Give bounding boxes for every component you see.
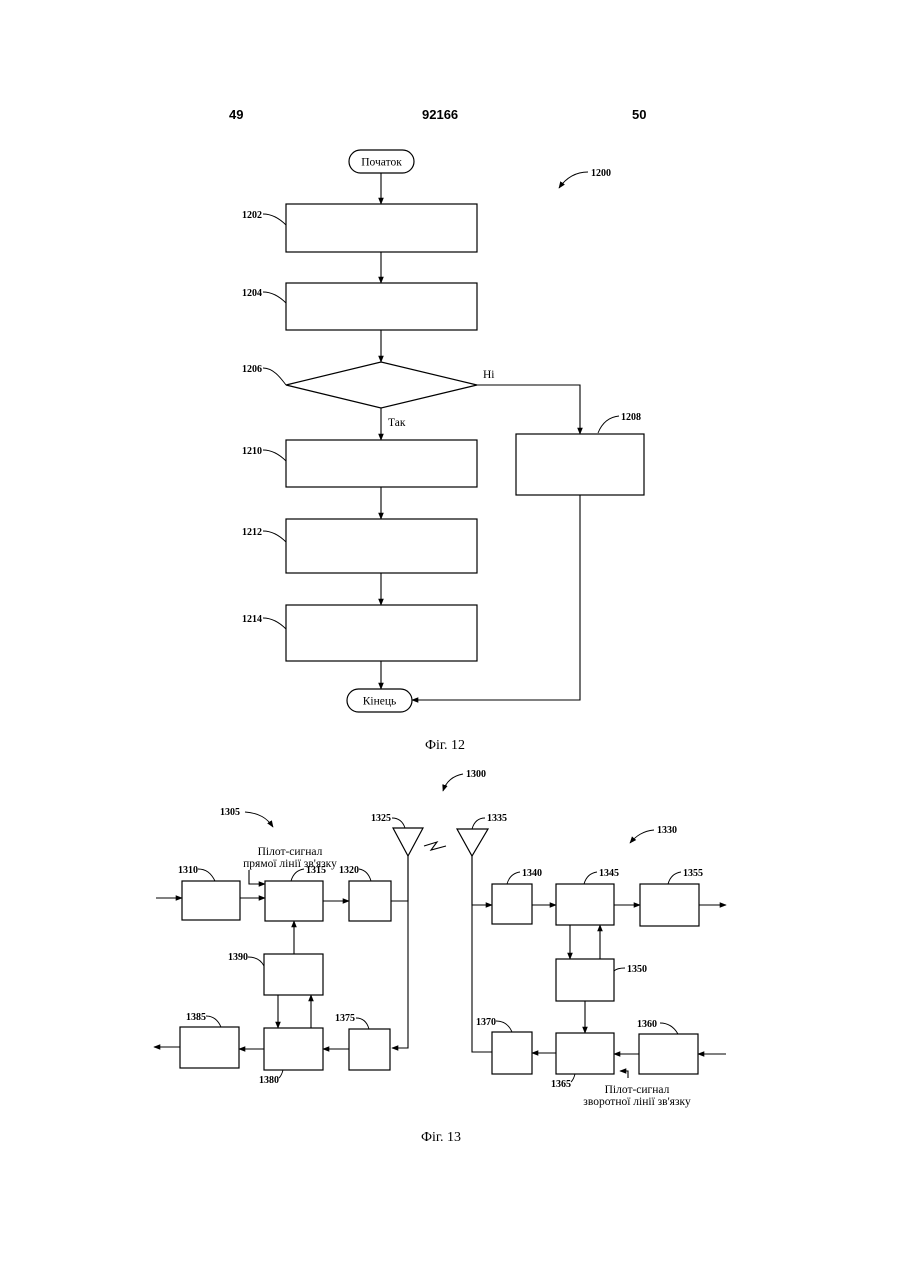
step-1202-box xyxy=(286,204,477,252)
block-1370-ref: 1370 xyxy=(476,1017,496,1028)
step-1212-ref: 1212 xyxy=(242,527,262,538)
no-branch-label: Ні xyxy=(483,369,495,381)
fig13-caption: Фіг. 13 xyxy=(421,1130,461,1145)
block-1355-ref: 1355 xyxy=(683,868,703,879)
step-1210-box xyxy=(286,440,477,487)
block-1340-ref: 1340 xyxy=(522,868,542,879)
block-1310 xyxy=(182,881,240,920)
end-label: Кінець xyxy=(363,696,397,708)
page-number-left: 49 xyxy=(229,107,243,122)
decision-1206-ref: 1206 xyxy=(242,364,262,375)
block-1365-ref: 1365 xyxy=(551,1079,571,1090)
block-1375-ref: 1375 xyxy=(335,1013,355,1024)
block-1315 xyxy=(265,881,323,921)
block-diagram-fig13: 1300 1305 1330 Пілот-сигнал прямої лінії… xyxy=(154,769,726,1145)
block-1360 xyxy=(639,1034,698,1074)
block-1350 xyxy=(556,959,614,1001)
step-1204-box xyxy=(286,283,477,330)
reverse-pilot-label-line1: Пілот-сигнал xyxy=(605,1084,670,1096)
block-1360-ref: 1360 xyxy=(637,1019,657,1030)
system-1305-ref: 1305 xyxy=(220,807,240,818)
reverse-pilot-label-line2: зворотної лінії зв'язку xyxy=(583,1096,691,1108)
antenna-1325 xyxy=(393,828,423,856)
step-1214-ref: 1214 xyxy=(242,614,262,625)
block-1390-ref: 1390 xyxy=(228,952,248,963)
flowchart-fig12: 1200 Початок 1202 1204 1206 Ні Так 1208 … xyxy=(242,150,644,753)
block-1320 xyxy=(349,881,391,921)
step-1204-ref: 1204 xyxy=(242,288,262,299)
block-1340 xyxy=(492,884,532,924)
block-1370 xyxy=(492,1032,532,1074)
system-1330-ref: 1330 xyxy=(657,825,677,836)
block-1375 xyxy=(349,1029,390,1070)
block-1345-ref: 1345 xyxy=(599,868,619,879)
wireless-link-symbol xyxy=(424,842,446,850)
fig12-ref: 1200 xyxy=(591,168,611,179)
step-1208-box xyxy=(516,434,644,495)
step-1202-ref: 1202 xyxy=(242,210,262,221)
step-1212-box xyxy=(286,519,477,573)
block-1310-ref: 1310 xyxy=(178,865,198,876)
document-number: 92166 xyxy=(422,107,458,122)
block-1315-ref: 1315 xyxy=(306,865,326,876)
block-1385-ref: 1385 xyxy=(186,1012,206,1023)
antenna-1335 xyxy=(457,829,488,856)
block-1355 xyxy=(640,884,699,926)
step-1208-ref: 1208 xyxy=(621,412,641,423)
block-1380-ref: 1380 xyxy=(259,1075,279,1086)
fig13-ref: 1300 xyxy=(466,769,486,780)
block-1350-ref: 1350 xyxy=(627,964,647,975)
decision-1206-diamond xyxy=(286,362,477,408)
fig12-caption: Фіг. 12 xyxy=(425,738,465,753)
antenna-1335-ref: 1335 xyxy=(487,813,507,824)
page-number-right: 50 xyxy=(632,107,646,122)
block-1320-ref: 1320 xyxy=(339,865,359,876)
block-1385 xyxy=(180,1027,239,1068)
block-1390 xyxy=(264,954,323,995)
start-label: Початок xyxy=(361,157,402,169)
antenna-1325-ref: 1325 xyxy=(371,813,391,824)
step-1214-box xyxy=(286,605,477,661)
forward-pilot-label-line1: Пілот-сигнал xyxy=(258,846,323,858)
step-1210-ref: 1210 xyxy=(242,446,262,457)
block-1345 xyxy=(556,884,614,925)
block-1380 xyxy=(264,1028,323,1070)
block-1365 xyxy=(556,1033,614,1074)
yes-branch-label: Так xyxy=(388,417,406,429)
